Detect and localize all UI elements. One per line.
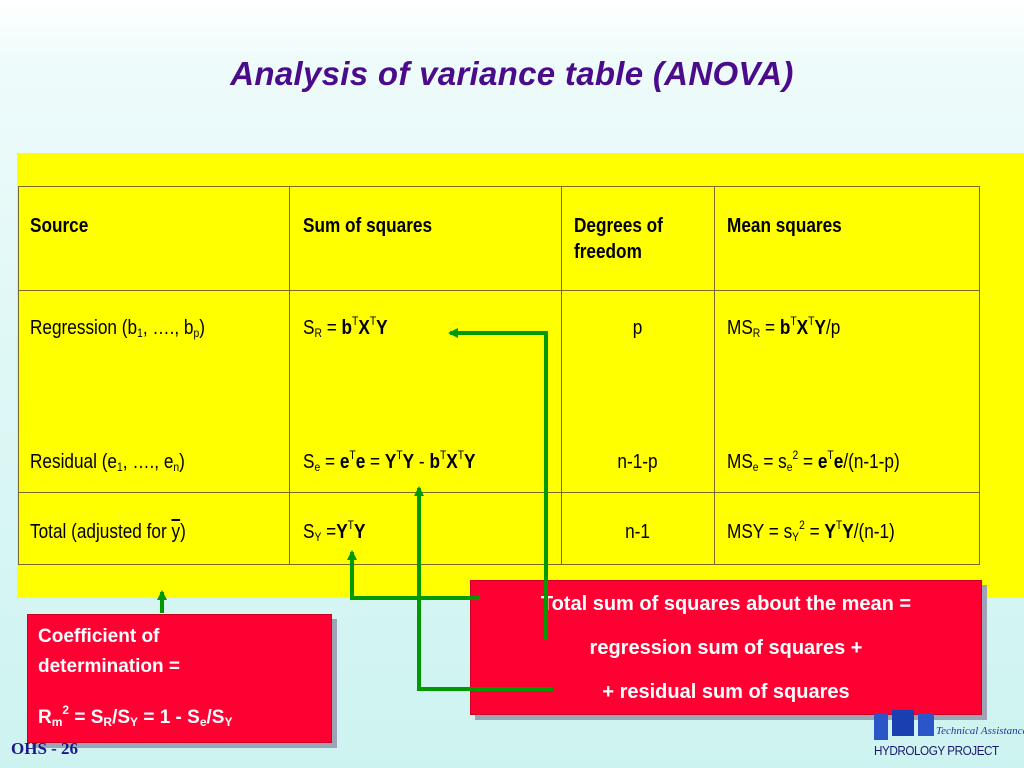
total-source: Total (adjusted for y)	[30, 521, 186, 543]
table-border-left	[18, 186, 19, 565]
residual-source: Residual (e1, …., en)	[30, 451, 185, 474]
table-header-divider	[18, 290, 980, 291]
y-bar-symbol: y	[171, 521, 181, 543]
total-mean-squares: MSY = sY2 = YTY/(n-1)	[727, 518, 895, 544]
table-column-divider	[714, 186, 715, 565]
header-sum-of-squares: Sum of squares	[303, 215, 433, 237]
regression-sum-of-squares: SR = bTXTY	[303, 314, 388, 340]
header-mean-squares: Mean squares	[727, 215, 842, 237]
coefficient-formula: Rm2 = SR/SY = 1 - Se/SY	[38, 703, 233, 729]
total-sum-line3: + residual sum of squares	[602, 681, 850, 703]
anova-table: Source Sum of squares Degrees of freedom…	[18, 186, 980, 565]
residual-sum-of-squares: Se = eTe = YTY - bTXTY	[303, 448, 476, 474]
coefficient-line2: determination =	[38, 656, 180, 677]
slide-number: OHS - 26	[11, 739, 79, 758]
regression-df: p	[632, 317, 643, 339]
total-sum-line2: regression sum of squares +	[589, 637, 863, 659]
slide-title: Analysis of variance table (ANOVA)	[230, 55, 794, 92]
table-row-divider	[18, 492, 980, 493]
coefficient-callout: Coefficient of determination = Rm2 = SR/…	[27, 614, 332, 743]
coefficient-line1: Coefficient of	[38, 626, 160, 647]
regression-source: Regression (b1, …., bp)	[30, 317, 205, 340]
logo-subtitle: Technical Assistance	[936, 725, 1024, 737]
hydrology-project-logo: Technical Assistance HYDROLOGY PROJECT	[866, 708, 1024, 764]
logo-name: HYDROLOGY PROJECT	[874, 743, 999, 758]
table-border-top	[18, 186, 980, 187]
table-border-right	[979, 186, 980, 565]
table-border-bottom	[18, 564, 980, 565]
residual-mean-squares: MSe = se2 = eTe/(n-1-p)	[727, 448, 900, 474]
hp-logo-mark	[874, 710, 934, 740]
total-sum-line1: Total sum of squares about the mean =	[540, 593, 912, 615]
residual-df: n-1-p	[617, 451, 658, 473]
total-sum-of-squares: SY =YTY	[303, 518, 366, 544]
total-sum-callout: Total sum of squares about the mean = re…	[470, 580, 982, 715]
header-degrees-of-freedom: Degrees of freedom	[574, 213, 663, 265]
header-degrees-line2: freedom	[574, 241, 642, 263]
header-degrees-line1: Degrees of	[574, 215, 663, 237]
header-source: Source	[30, 215, 89, 237]
total-df: n-1	[625, 521, 650, 543]
regression-mean-squares: MSR = bTXTY/p	[727, 314, 841, 340]
table-column-divider	[561, 186, 562, 565]
table-column-divider	[289, 186, 290, 565]
